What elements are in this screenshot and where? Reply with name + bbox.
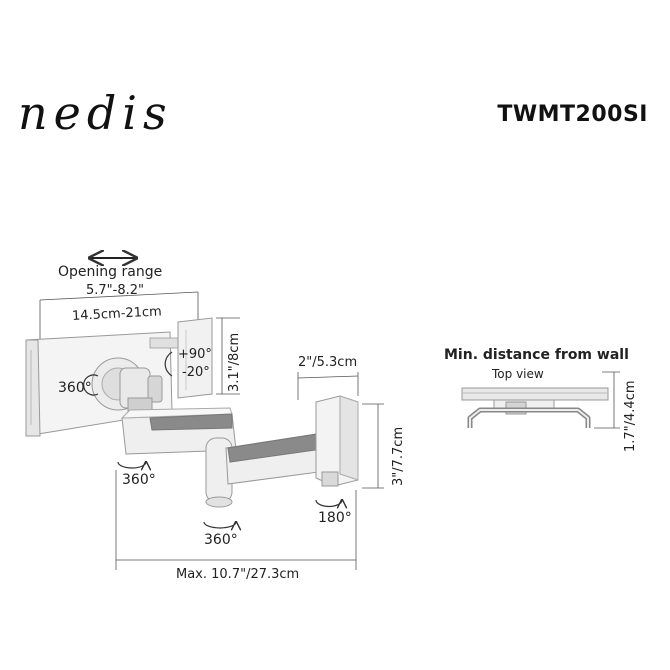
swivel-lower-label: 360° [204,532,238,548]
tilt-up-label: +90° [178,347,212,362]
swivel-arm-label: 360° [122,472,156,488]
swivel-lower-arrow [203,522,236,528]
model-number: TWMT200SI [497,102,648,127]
opening-range-label: Opening range [58,264,162,280]
top-view-drawing [461,387,609,428]
holder-rotation-arrow [83,374,99,396]
arm-lower [225,431,335,485]
holder-height-dimension [216,317,240,395]
max-extension-label: Max. 10.7"/27.3cm [176,567,299,582]
holder-rotation-label: 360° [58,380,92,396]
max-extension-dimension [115,470,357,570]
opening-range-cm: 14.5cm-21cm [72,304,162,324]
tilt-arrow [164,351,173,377]
top-view-label: Top view [491,367,544,381]
swivel-arm-arrow [117,462,146,468]
brand-logo: nedis [18,86,173,140]
wall-plate-width-dimension [297,372,359,400]
wall-plate [315,395,359,487]
holder-height-label: 3.1"/8cm [227,333,242,392]
wall-plate-width-label: 2"/5.3cm [298,355,357,370]
pivot-knob [119,367,163,413]
right-clamp [177,317,213,399]
min-distance-dimension [594,371,620,429]
arm-joint [205,437,233,508]
opening-range-inch: 5.7"-8.2" [86,283,144,298]
min-distance-value: 1.7"/4.4cm [623,380,638,452]
wall-plate-height-label: 3"/7.7cm [391,427,406,486]
min-distance-title: Min. distance from wall [444,347,629,363]
opening-range-dimension [39,291,199,340]
tilt-down-label: -20° [182,365,210,380]
swivel-wall-label: 180° [318,510,352,526]
swivel-wall-arrow [315,500,342,507]
wall-plate-height-dimension [362,403,384,489]
